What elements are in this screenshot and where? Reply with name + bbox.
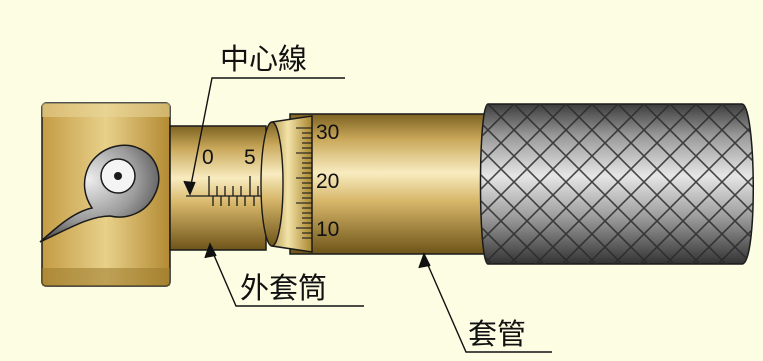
- sleeve-label: 外套筒: [240, 271, 327, 305]
- thimble-body: [289, 113, 495, 255]
- thimble-scale-label-20: 20: [316, 170, 339, 193]
- thimble-callout: [418, 252, 552, 353]
- thimble-rim: [260, 115, 313, 253]
- center-line-label: 中心線: [220, 42, 307, 76]
- thimble-graduations: [296, 127, 312, 239]
- sleeve-barrel: [169, 125, 267, 251]
- thimble-label: 套管: [468, 317, 526, 351]
- knurled-grip: [479, 103, 754, 265]
- sleeve-scale: [186, 176, 266, 206]
- center-line-callout: [183, 77, 345, 196]
- thimble-scale-label-10: 10: [316, 218, 339, 241]
- sleeve-scale-label-5: 5: [244, 146, 256, 169]
- sleeve-scale-label-0: 0: [202, 146, 214, 169]
- thimble-scale-label-30: 30: [316, 121, 339, 144]
- sleeve-callout: [204, 242, 364, 307]
- lock-lever: [39, 144, 160, 243]
